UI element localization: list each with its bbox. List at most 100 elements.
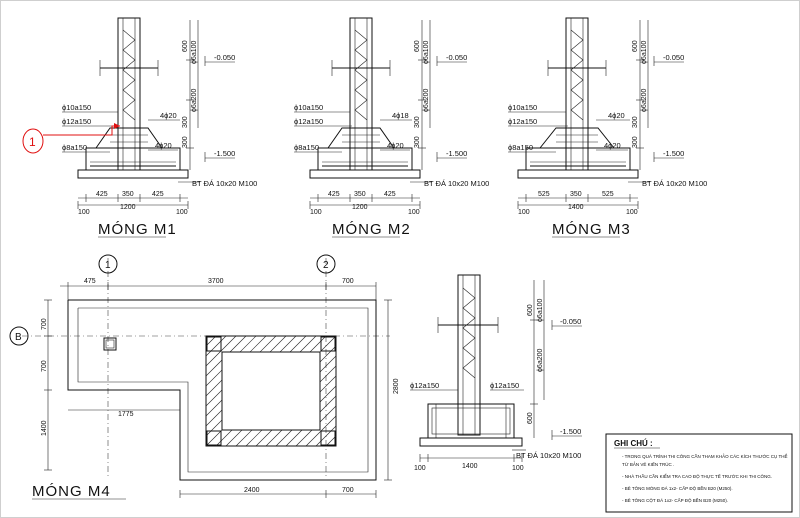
edge-right: 100 bbox=[626, 209, 638, 216]
axis-b-label: B bbox=[15, 332, 22, 343]
footing-title: MÓNG M2 bbox=[332, 221, 411, 238]
rebar-mid-label: ϕ12a150 bbox=[62, 117, 91, 126]
width-total: 1200 bbox=[352, 204, 368, 211]
dim-300b: 300 bbox=[632, 136, 639, 148]
note-line-5: - BÊ TÔNG CỘT ĐÁ 1x2- CẤP ĐỘ BỀN B20 (M2… bbox=[622, 496, 728, 503]
footing-section-m2: ϕ10a150 ϕ12a150 ϕ8a150 4ϕ18 4ϕ20 -0.050 … bbox=[294, 17, 489, 238]
dim-300a: 300 bbox=[182, 116, 189, 128]
bars-lower-label: 4ϕ20 bbox=[387, 141, 404, 150]
axis-1-bubble bbox=[98, 254, 118, 274]
rebar-left-label: ϕ12a150 bbox=[410, 381, 439, 390]
rebar-bottom-label: ϕ8a150 bbox=[294, 143, 319, 152]
foundation-plan-m4: 1 2 B bbox=[9, 254, 400, 500]
lean-concrete-label: BT ĐÁ 10x20 M100 bbox=[642, 179, 707, 188]
elevation-bottom-label: -1.500 bbox=[446, 149, 467, 158]
rebar-mid-label: ϕ12a150 bbox=[294, 117, 323, 126]
width-total: 1200 bbox=[120, 204, 136, 211]
elevation-bottom-label: -1.500 bbox=[560, 427, 581, 436]
notes-heading: GHI CHÚ : bbox=[614, 439, 653, 448]
dim-left-700b: 700 bbox=[41, 360, 48, 372]
footing-section-m3: ϕ10a150 ϕ12a150 ϕ8a150 4ϕ20 4ϕ20 -0.050 … bbox=[508, 17, 707, 238]
dim-top-left: 475 bbox=[84, 278, 96, 285]
edge-left: 100 bbox=[518, 209, 530, 216]
dim-600a: 600 bbox=[527, 304, 534, 316]
revision-number: 1 bbox=[29, 135, 36, 149]
footing-title: MÓNG M1 bbox=[98, 221, 177, 238]
elevation-top-label: -0.050 bbox=[663, 53, 684, 62]
notes-box: GHI CHÚ : - TRONG QUÁ TRÌNH THI CÔNG CẦN… bbox=[605, 433, 793, 513]
width-right: 425 bbox=[384, 191, 396, 198]
dim-600b: 600 bbox=[527, 412, 534, 424]
note-line-1: - TRONG QUÁ TRÌNH THI CÔNG CẦN THAM KHẢO… bbox=[622, 453, 787, 459]
width-mid: 350 bbox=[354, 191, 366, 198]
width-left: 425 bbox=[328, 191, 340, 198]
width-total: 1400 bbox=[568, 204, 584, 211]
dim-top-right: 700 bbox=[342, 278, 354, 285]
dim-bottom-700: 700 bbox=[342, 487, 354, 494]
rebar-top-label: ϕ10a150 bbox=[62, 103, 91, 112]
axis-1-label: 1 bbox=[105, 260, 111, 271]
dim-right-2800: 2800 bbox=[393, 378, 400, 394]
edge-left: 100 bbox=[78, 209, 90, 216]
dim-stirrup-a: ϕ6a100 bbox=[191, 41, 198, 64]
dim-stirrup-a: ϕ6a100 bbox=[537, 299, 544, 322]
revision-markup: 1 bbox=[22, 123, 120, 154]
bars-upper-label: 4ϕ20 bbox=[608, 111, 625, 120]
rebar-bottom-label: ϕ8a150 bbox=[62, 143, 87, 152]
dim-300b: 300 bbox=[414, 136, 421, 148]
elevation-top-label: -0.050 bbox=[214, 53, 235, 62]
width-left: 525 bbox=[538, 191, 550, 198]
rebar-right-label: ϕ12a150 bbox=[490, 381, 519, 390]
rebar-top-label: ϕ10a150 bbox=[508, 103, 537, 112]
footing-section-m1: ϕ10a150 ϕ12a150 ϕ8a150 4ϕ20 4ϕ20 -0.050 … bbox=[62, 17, 257, 238]
width-total: 1400 bbox=[462, 463, 478, 470]
dim-stirrup-a: ϕ6a100 bbox=[641, 41, 648, 64]
bars-upper-label: 4ϕ18 bbox=[392, 111, 409, 120]
dim-300b: 300 bbox=[182, 136, 189, 148]
dim-stirrup-b: ϕ6a200 bbox=[191, 89, 198, 112]
elevation-bottom-label: -1.500 bbox=[663, 149, 684, 158]
rebar-mid-label: ϕ12a150 bbox=[508, 117, 537, 126]
edge-right: 100 bbox=[512, 465, 524, 472]
note-line-3: - NHÀ THẦU CẦN KIỂM TRA CAO ĐỘ THỰC TẾ T… bbox=[622, 473, 772, 479]
axis-2-bubble bbox=[316, 254, 336, 274]
edge-left: 100 bbox=[310, 209, 322, 216]
lean-concrete-label: BT ĐÁ 10x20 M100 bbox=[192, 179, 257, 188]
rebar-top-label: ϕ10a150 bbox=[294, 103, 323, 112]
dim-top-mid: 3700 bbox=[208, 278, 224, 285]
bars-lower-label: 4ϕ20 bbox=[155, 141, 172, 150]
width-left: 425 bbox=[96, 191, 108, 198]
dim-left-700a: 700 bbox=[41, 318, 48, 330]
dim-600: 600 bbox=[632, 40, 639, 52]
dim-bottom-2400: 2400 bbox=[244, 487, 260, 494]
dim-inner-1775: 1775 bbox=[118, 411, 134, 418]
dim-600: 600 bbox=[414, 40, 421, 52]
rebar-bottom-label: ϕ8a150 bbox=[508, 143, 533, 152]
dim-stirrup-b: ϕ6a200 bbox=[641, 89, 648, 112]
bars-lower-label: 4ϕ20 bbox=[604, 141, 621, 150]
dim-stirrup-a: ϕ6a100 bbox=[423, 41, 430, 64]
edge-left: 100 bbox=[414, 465, 426, 472]
elevation-top-label: -0.050 bbox=[446, 53, 467, 62]
bars-upper-label: 4ϕ20 bbox=[160, 111, 177, 120]
footing-geometry bbox=[294, 17, 467, 209]
dim-left-1400: 1400 bbox=[41, 420, 48, 436]
edge-right: 100 bbox=[408, 209, 420, 216]
footing-geometry bbox=[508, 17, 684, 209]
dim-300a: 300 bbox=[414, 116, 421, 128]
axis-2-label: 2 bbox=[323, 260, 329, 271]
width-mid: 350 bbox=[570, 191, 582, 198]
edge-right: 100 bbox=[176, 209, 188, 216]
note-line-4: - BÊ TÔNG MÓNG ĐÁ 1x2- CẤP ĐỘ BỀN B20 (M… bbox=[622, 484, 733, 491]
lean-concrete-label: BT ĐÁ 10x20 M100 bbox=[516, 451, 581, 460]
width-right: 525 bbox=[602, 191, 614, 198]
footing-title: MÓNG M3 bbox=[552, 221, 631, 238]
dim-600: 600 bbox=[182, 40, 189, 52]
dim-300a: 300 bbox=[632, 116, 639, 128]
footing-section-m4: ϕ12a150 ϕ12a150 -0.050 -1.500 BT ĐÁ 10x2… bbox=[410, 274, 582, 472]
lean-concrete-label: BT ĐÁ 10x20 M100 bbox=[424, 179, 489, 188]
note-line-2: TỪ BẢN VẼ KIẾN TRÚC . bbox=[622, 461, 674, 467]
elevation-bottom-label: -1.500 bbox=[214, 149, 235, 158]
